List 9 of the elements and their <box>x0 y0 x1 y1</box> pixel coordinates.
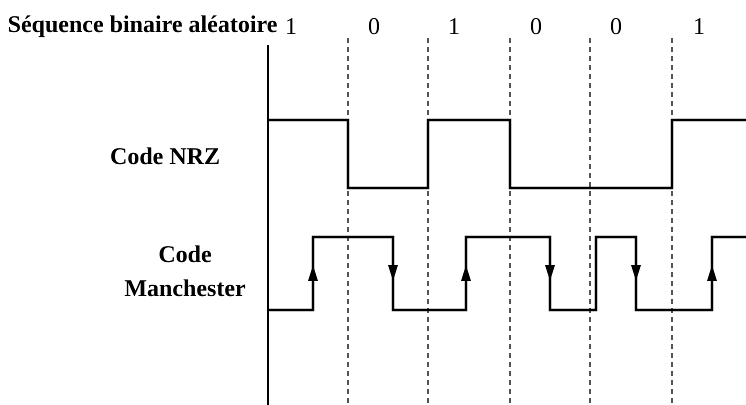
row-label: Code Manchester <box>123 241 247 304</box>
row-label: Séquence binaire aléatoire <box>6 11 278 40</box>
bit-value: 1 <box>448 13 460 42</box>
bit-value: 0 <box>530 13 542 42</box>
bit-value: 0 <box>610 13 622 42</box>
row-label: Code NRZ <box>108 143 221 172</box>
bit-value: 0 <box>368 13 380 42</box>
bit-value: 1 <box>285 13 297 42</box>
bit-value: 1 <box>693 13 705 42</box>
